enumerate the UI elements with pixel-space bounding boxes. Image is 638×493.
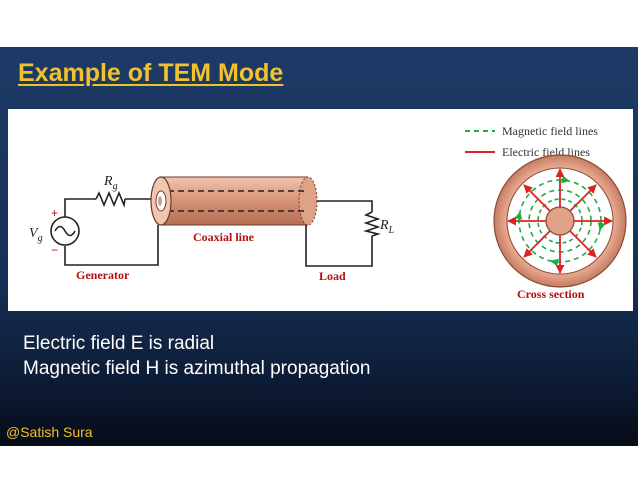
slide-title: Example of TEM Mode [18, 59, 284, 87]
rl-resistor [363, 211, 381, 237]
bullet-magnetic-field: Magnetic field H is azimuthal propagatio… [23, 358, 371, 379]
legend: Magnetic field lines Electric field line… [465, 124, 598, 159]
legend-magnetic-label: Magnetic field lines [502, 124, 598, 138]
tem-diagram-svg: Magnetic field lines Electric field line… [29, 124, 627, 301]
author-credit: @Satish Sura [6, 424, 93, 440]
wire-generator-top [64, 198, 96, 217]
slide-background: Example of TEM Mode [0, 47, 638, 446]
wire-load-bottom [305, 225, 373, 267]
rl-label: RL [379, 218, 395, 236]
rg-label: Rg [103, 174, 118, 192]
voltage-source [50, 216, 80, 246]
generator-label: Generator [76, 268, 130, 282]
minus-sign: − [51, 243, 58, 257]
tem-mode-figure: Magnetic field lines Electric field line… [8, 109, 633, 311]
vg-label: Vg [29, 226, 43, 244]
bullet-list: Electric field E is radial Magnetic fiel… [23, 331, 370, 381]
bullet-electric-field: Electric field E is radial [23, 333, 215, 354]
plus-sign: + [51, 206, 58, 220]
coaxial-cable [150, 176, 318, 226]
magnetic-direction-arrows [514, 175, 606, 267]
inner-conductor [545, 206, 575, 236]
cross-section-label: Cross section [517, 287, 585, 301]
electric-field-arrows [507, 168, 613, 274]
wire-load-top [306, 200, 373, 212]
load-label: Load [319, 269, 346, 283]
rg-resistor [95, 190, 126, 208]
circuit-wires [64, 198, 373, 267]
cross-section [493, 154, 627, 288]
coaxial-line-label: Coaxial line [193, 230, 255, 244]
wire-generator-bottom [64, 225, 159, 266]
